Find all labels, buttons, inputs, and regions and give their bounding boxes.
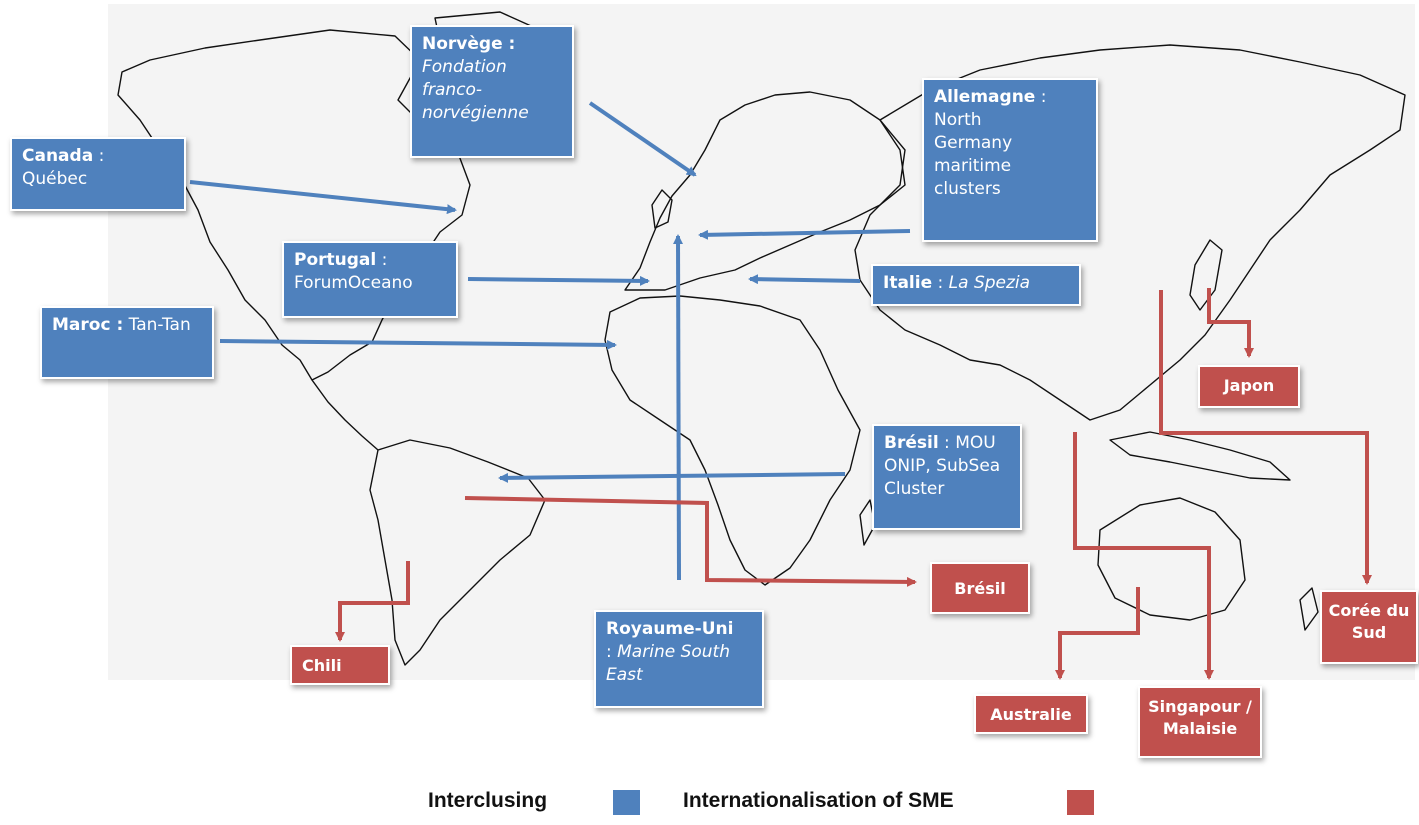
arrow-portugal (467, 275, 650, 286)
box-canada-title: Canada (22, 146, 94, 166)
box-portugal: Portugal : ForumOceano (282, 241, 458, 318)
box-canada-desc: Québec (22, 169, 88, 189)
legend: Interclusing Internationalisation of SME (0, 785, 1419, 825)
africa-outline (604, 295, 861, 586)
box-royaume-uni-desc: Marine South East (606, 642, 730, 685)
box-portugal-sep: : (376, 250, 388, 270)
connector-singapour (1073, 432, 1214, 680)
box-canada-sep: : (93, 146, 105, 166)
box-royaume-uni-sep: : (606, 642, 618, 662)
arrow-maroc (219, 339, 617, 350)
box-canada: Canada : Québec (10, 137, 186, 211)
central-america-outline (311, 379, 379, 451)
box-australie: Australie (974, 694, 1088, 734)
connector-japon (1207, 288, 1254, 358)
arrow-italie (748, 274, 861, 285)
british-isles-outline (651, 189, 673, 229)
box-bresil: Brésil (930, 562, 1030, 614)
arrow-royaume-uni (673, 234, 684, 581)
box-maroc-desc: Tan-Tan (123, 315, 191, 335)
box-norvege-desc: Fondation franco-norvégienne (422, 57, 529, 123)
box-maroc-title: Maroc : (52, 315, 124, 335)
legend-label-interclusing: Interclusing (428, 789, 548, 812)
box-maroc: Maroc : Tan-Tan (40, 306, 214, 379)
arrow-canada (189, 180, 457, 215)
legend-swatch-internationalisation (1067, 790, 1094, 815)
box-italie-title: Italie (883, 273, 933, 293)
box-coree: Corée du Sud (1320, 590, 1418, 664)
box-norvege-title: Norvège : (422, 34, 516, 54)
box-royaume-uni: Royaume-Uni : Marine South East (594, 610, 764, 708)
box-royaume-uni-title: Royaume-Uni (606, 619, 734, 639)
new-zealand-outline (1299, 587, 1319, 631)
australia-outline (1097, 497, 1246, 621)
legend-label-internationalisation: Internationalisation of SME (683, 789, 954, 812)
box-norvege: Norvège : Fondation franco-norvégienne (410, 25, 574, 158)
box-portugal-desc: ForumOceano (294, 273, 413, 293)
connector-coree (1159, 290, 1372, 585)
southeast-asia-islands-outline (1109, 431, 1291, 481)
box-allemagne-desc: North Germany maritime clusters (934, 110, 1013, 199)
box-bresil-mou-sep: : (938, 433, 956, 453)
arrow-bresil-mou (498, 472, 846, 483)
box-japon: Japon (1198, 365, 1300, 408)
south-america-outline (369, 439, 546, 666)
box-allemagne-sep: : (1035, 87, 1047, 107)
connector-bresil (464, 496, 917, 587)
box-bresil-mou-title: Brésil (884, 433, 939, 453)
connector-chili (335, 561, 410, 642)
box-chili: Chili (290, 645, 390, 685)
arrow-allemagne (698, 229, 911, 240)
box-italie: Italie : La Spezia (871, 264, 1081, 306)
legend-swatch-interclusing (613, 790, 640, 815)
japan-outline (1189, 239, 1223, 311)
box-allemagne-title: Allemagne (934, 87, 1036, 107)
box-bresil-mou-desc: MOU ONIP, SubSea Cluster (884, 433, 1001, 499)
box-italie-sep: : (932, 273, 949, 293)
box-portugal-title: Portugal (294, 250, 377, 270)
box-singapour: Singapour / Malaisie (1138, 686, 1262, 758)
arrow-norvege (588, 101, 697, 177)
box-allemagne: Allemagne : North Germany maritime clust… (922, 78, 1098, 242)
box-italie-desc: La Spezia (948, 273, 1031, 293)
europe-outline (624, 91, 906, 291)
connector-australie (1055, 587, 1140, 680)
box-bresil-mou: Brésil : MOU ONIP, SubSea Cluster (872, 424, 1022, 530)
